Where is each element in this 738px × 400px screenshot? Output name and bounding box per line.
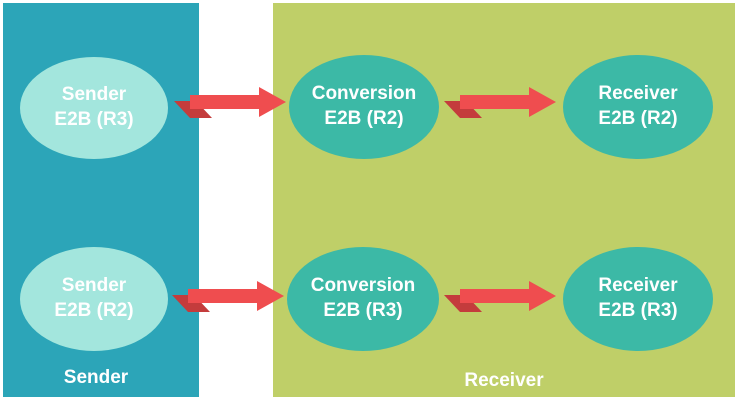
node-version: E2B (R3) <box>323 300 403 321</box>
conversion-node-row2: Conversion E2B (R3) <box>287 247 439 351</box>
receiver-node-row1: Receiver E2B (R2) <box>563 55 713 159</box>
node-title: Conversion <box>310 275 416 297</box>
arrow-row2-a <box>172 281 284 312</box>
node-title: Sender <box>61 275 127 297</box>
node-title: Sender <box>61 84 127 106</box>
conversion-node-row1: Conversion E2B (R2) <box>289 55 439 159</box>
node-version: E2B (R3) <box>54 109 134 130</box>
arrow-row1-b <box>444 87 556 118</box>
arrow-row1-a <box>174 87 286 118</box>
node-title: Receiver <box>598 275 678 297</box>
sender-panel-label: Sender <box>63 367 129 388</box>
node-title: Receiver <box>598 83 678 105</box>
node-version: E2B (R2) <box>598 108 678 129</box>
receiver-node-row2: Receiver E2B (R3) <box>563 247 713 351</box>
node-version: E2B (R2) <box>324 108 404 129</box>
sender-node-row1: Sender E2B (R3) <box>20 57 168 159</box>
receiver-panel-label: Receiver <box>464 370 544 391</box>
node-title: Conversion <box>311 83 417 105</box>
arrow-row2-b <box>444 281 556 312</box>
node-version: E2B (R3) <box>598 300 678 321</box>
sender-node-row2: Sender E2B (R2) <box>20 247 168 351</box>
node-version: E2B (R2) <box>54 300 134 321</box>
